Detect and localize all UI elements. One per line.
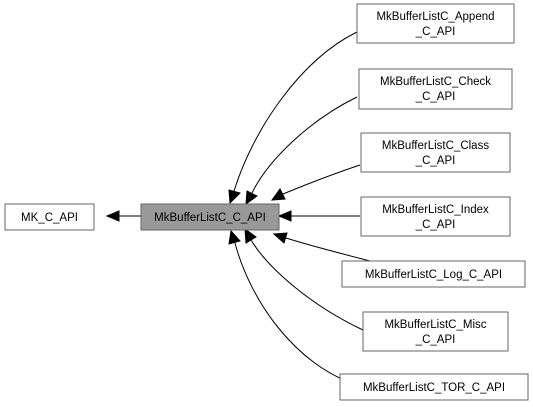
edge-check-to-center [251, 96, 358, 194]
node-label: _C_API [415, 26, 456, 38]
node-label: MkBufferListC_Class [382, 140, 489, 152]
node-label: MkBufferListC_C_API [154, 212, 266, 224]
edge-append-to-center [233, 31, 358, 192]
edge-misc-to-center [250, 239, 364, 331]
node-append[interactable]: MkBufferListC_Append _C_API [356, 3, 515, 44]
arrowhead-append [228, 189, 241, 205]
arrowhead-tor [228, 229, 241, 245]
node-label: MkBufferListC_Misc [384, 319, 486, 331]
node-check[interactable]: MkBufferListC_Check _C_API [358, 68, 513, 110]
node-log[interactable]: MkBufferListC_Log_C_API [341, 260, 526, 288]
node-label: MkBufferListC_TOR_C_API [363, 382, 505, 394]
arrowhead-misc [244, 227, 257, 244]
node-label: _C_API [415, 155, 456, 167]
edges [105, 31, 371, 386]
edge-class-to-center [282, 164, 361, 195]
arrowhead-index [277, 210, 292, 222]
node-mk-c-api[interactable]: MK_C_API [4, 203, 95, 231]
node-label: MK_C_API [21, 212, 78, 224]
node-label: MkBufferListC_Check [380, 76, 491, 88]
arrowhead-mk-c-api [105, 210, 120, 222]
arrowhead-log [272, 232, 288, 244]
arrowhead-check [245, 190, 258, 206]
node-index[interactable]: MkBufferListC_Index _C_API [360, 196, 511, 237]
node-label: MkBufferListC_Append [376, 11, 494, 23]
node-tor[interactable]: MkBufferListC_TOR_C_API [339, 373, 529, 401]
arrowhead-class [270, 188, 286, 201]
edge-tor-to-center [234, 242, 358, 386]
node-label: _C_API [415, 91, 456, 103]
node-label: _C_API [415, 334, 456, 346]
node-misc[interactable]: MkBufferListC_Misc _C_API [362, 311, 509, 352]
node-center[interactable]: MkBufferListC_C_API [140, 203, 280, 231]
edge-log-to-center [285, 237, 371, 262]
node-class[interactable]: MkBufferListC_Class _C_API [360, 132, 511, 173]
node-label: MkBufferListC_Index [382, 204, 489, 216]
node-label: MkBufferListC_Log_C_API [365, 269, 502, 281]
node-label: _C_API [415, 219, 456, 231]
